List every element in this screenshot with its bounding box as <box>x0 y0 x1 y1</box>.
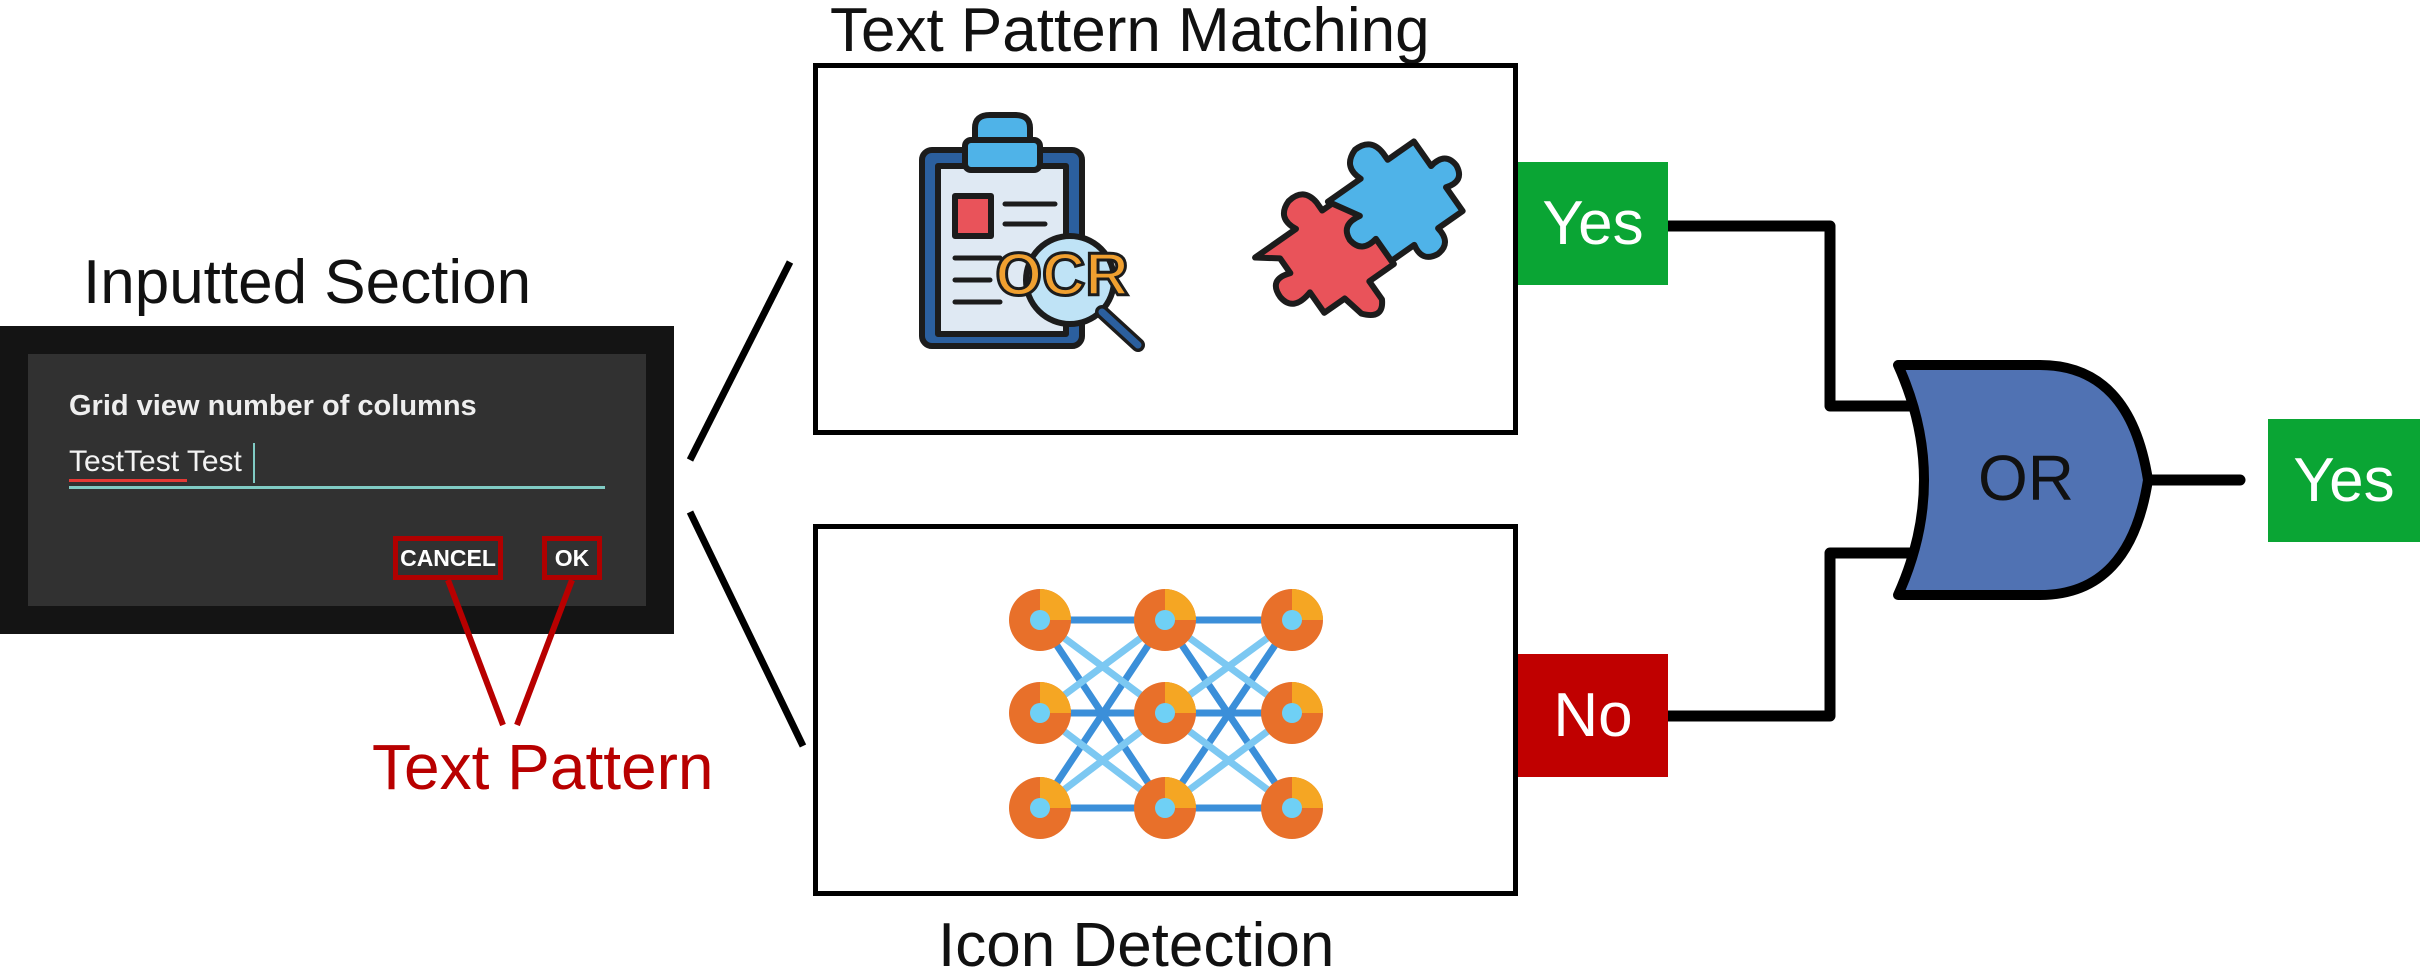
ok-button[interactable]: OK <box>542 536 602 580</box>
spellcheck-underline <box>69 479 187 482</box>
or-gate-icon <box>1893 360 2153 600</box>
or-gate-label: OR <box>1978 442 2074 514</box>
cancel-button[interactable]: CANCEL <box>393 536 503 580</box>
puzzle-icon <box>1252 138 1466 319</box>
ocr-document-icon <box>919 112 1145 352</box>
text-pattern-label: Text Pattern <box>372 731 714 803</box>
ocr-icon-label: OCR <box>995 241 1128 308</box>
fan-out-lines <box>686 260 807 748</box>
gate-wires <box>1662 220 2246 722</box>
input-underline <box>69 486 605 489</box>
neural-network-icon <box>1009 589 1323 839</box>
icon-detection-result-no: No <box>1518 654 1668 777</box>
icon-detection-heading: Icon Detection <box>938 911 1335 980</box>
text-pattern-matching-heading: Text Pattern Matching <box>830 0 1430 65</box>
text-match-result-yes: Yes <box>1518 162 1668 285</box>
text-caret <box>253 443 255 483</box>
inputted-section-heading: Inputted Section <box>83 248 532 317</box>
annotation-lines <box>445 578 575 727</box>
dialog-text-input[interactable]: TestTest Test <box>69 445 242 478</box>
dialog-title: Grid view number of columns <box>69 390 477 422</box>
final-result-yes: Yes <box>2268 419 2420 542</box>
network-nodes <box>1009 589 1323 839</box>
